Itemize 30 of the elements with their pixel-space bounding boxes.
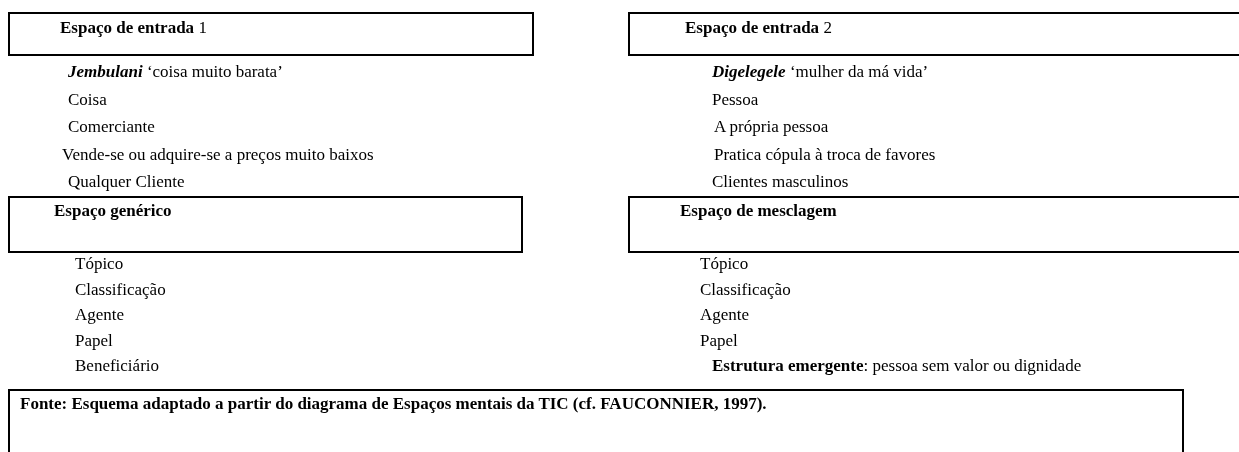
list-item: Coisa [68,89,107,110]
list-item: Pratica cópula à troca de favores [714,144,936,165]
list-item: Estrutura emergente: pessoa sem valor ou dignidade [712,356,1082,376]
list-item: Digelegele ‘mulher da má vida’ [712,62,929,82]
list-item: Papel [700,330,738,351]
space-heading: Espaço genérico [54,201,172,221]
list-item: Beneficiário [75,356,159,376]
space-heading: Espaço de mesclagem [680,201,837,221]
list-item: Jembulani ‘coisa muito barata’ [68,62,283,82]
source-note-box [8,389,1184,452]
list-item: Agente [700,305,750,325]
list-item: Classificação [75,279,166,300]
list-item: A própria pessoa [714,117,829,137]
space-heading: Espaço de entrada 2 [685,18,832,38]
list-item: Vende-se ou adquire-se a preços muito baixos [62,144,374,165]
space-box [628,196,1239,253]
space-heading: Espaço de entrada 1 [60,18,207,38]
list-item: Classificação [700,279,791,300]
list-item: Tópico [75,254,124,274]
list-item: Tópico [700,254,749,274]
space-box [8,196,523,253]
list-item: Agente [75,305,125,325]
space-box [8,12,534,56]
space-box [628,12,1239,56]
list-item: Qualquer Cliente [68,172,185,192]
source-note: Fonte: Esquema adaptado a partir do diagrama de Espaços mentais da TIC (cf. FAUCONNIER, 1997). [20,394,767,414]
list-item: Clientes masculinos [712,172,849,192]
list-item: Comerciante [68,117,155,137]
list-item: Papel [75,330,113,351]
list-item: Pessoa [712,89,759,110]
